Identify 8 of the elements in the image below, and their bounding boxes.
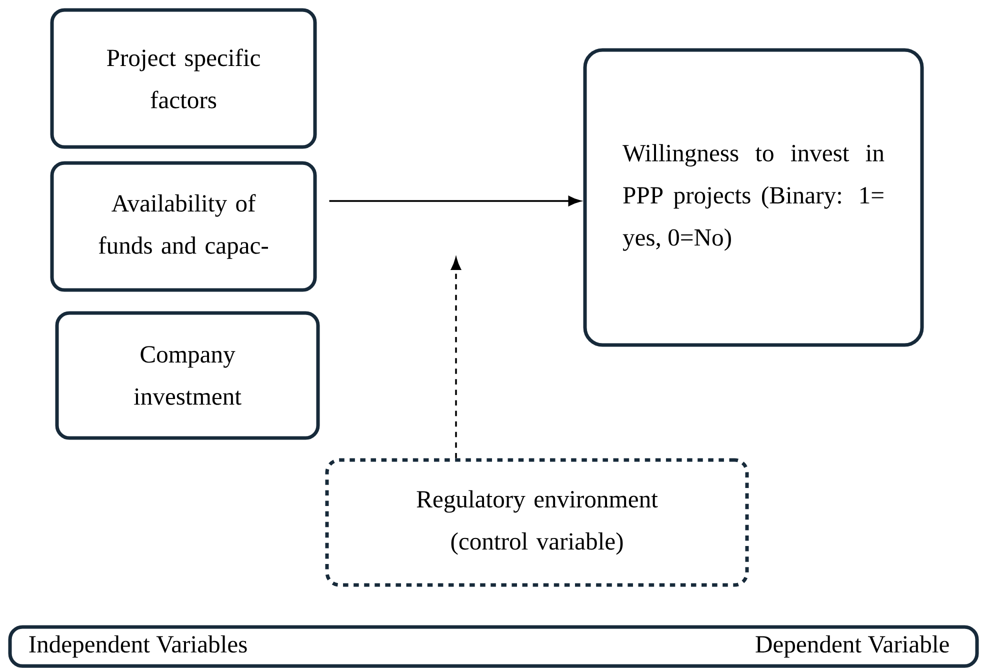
variable-band: Independent Variables Dependent Variable bbox=[8, 625, 979, 668]
variable-box: Availability of funds and capac- bbox=[50, 161, 317, 292]
variable-box: Willingness to invest in PPP projects (Binary: 1= yes, 0=No) bbox=[583, 48, 924, 347]
arrow bbox=[329, 196, 581, 206]
variable-box: Project specific factors bbox=[50, 8, 317, 149]
variable-box: Company investment bbox=[55, 311, 320, 440]
arrow bbox=[451, 258, 461, 458]
dashed-box: Regulatory environment (control variable) bbox=[325, 458, 749, 587]
